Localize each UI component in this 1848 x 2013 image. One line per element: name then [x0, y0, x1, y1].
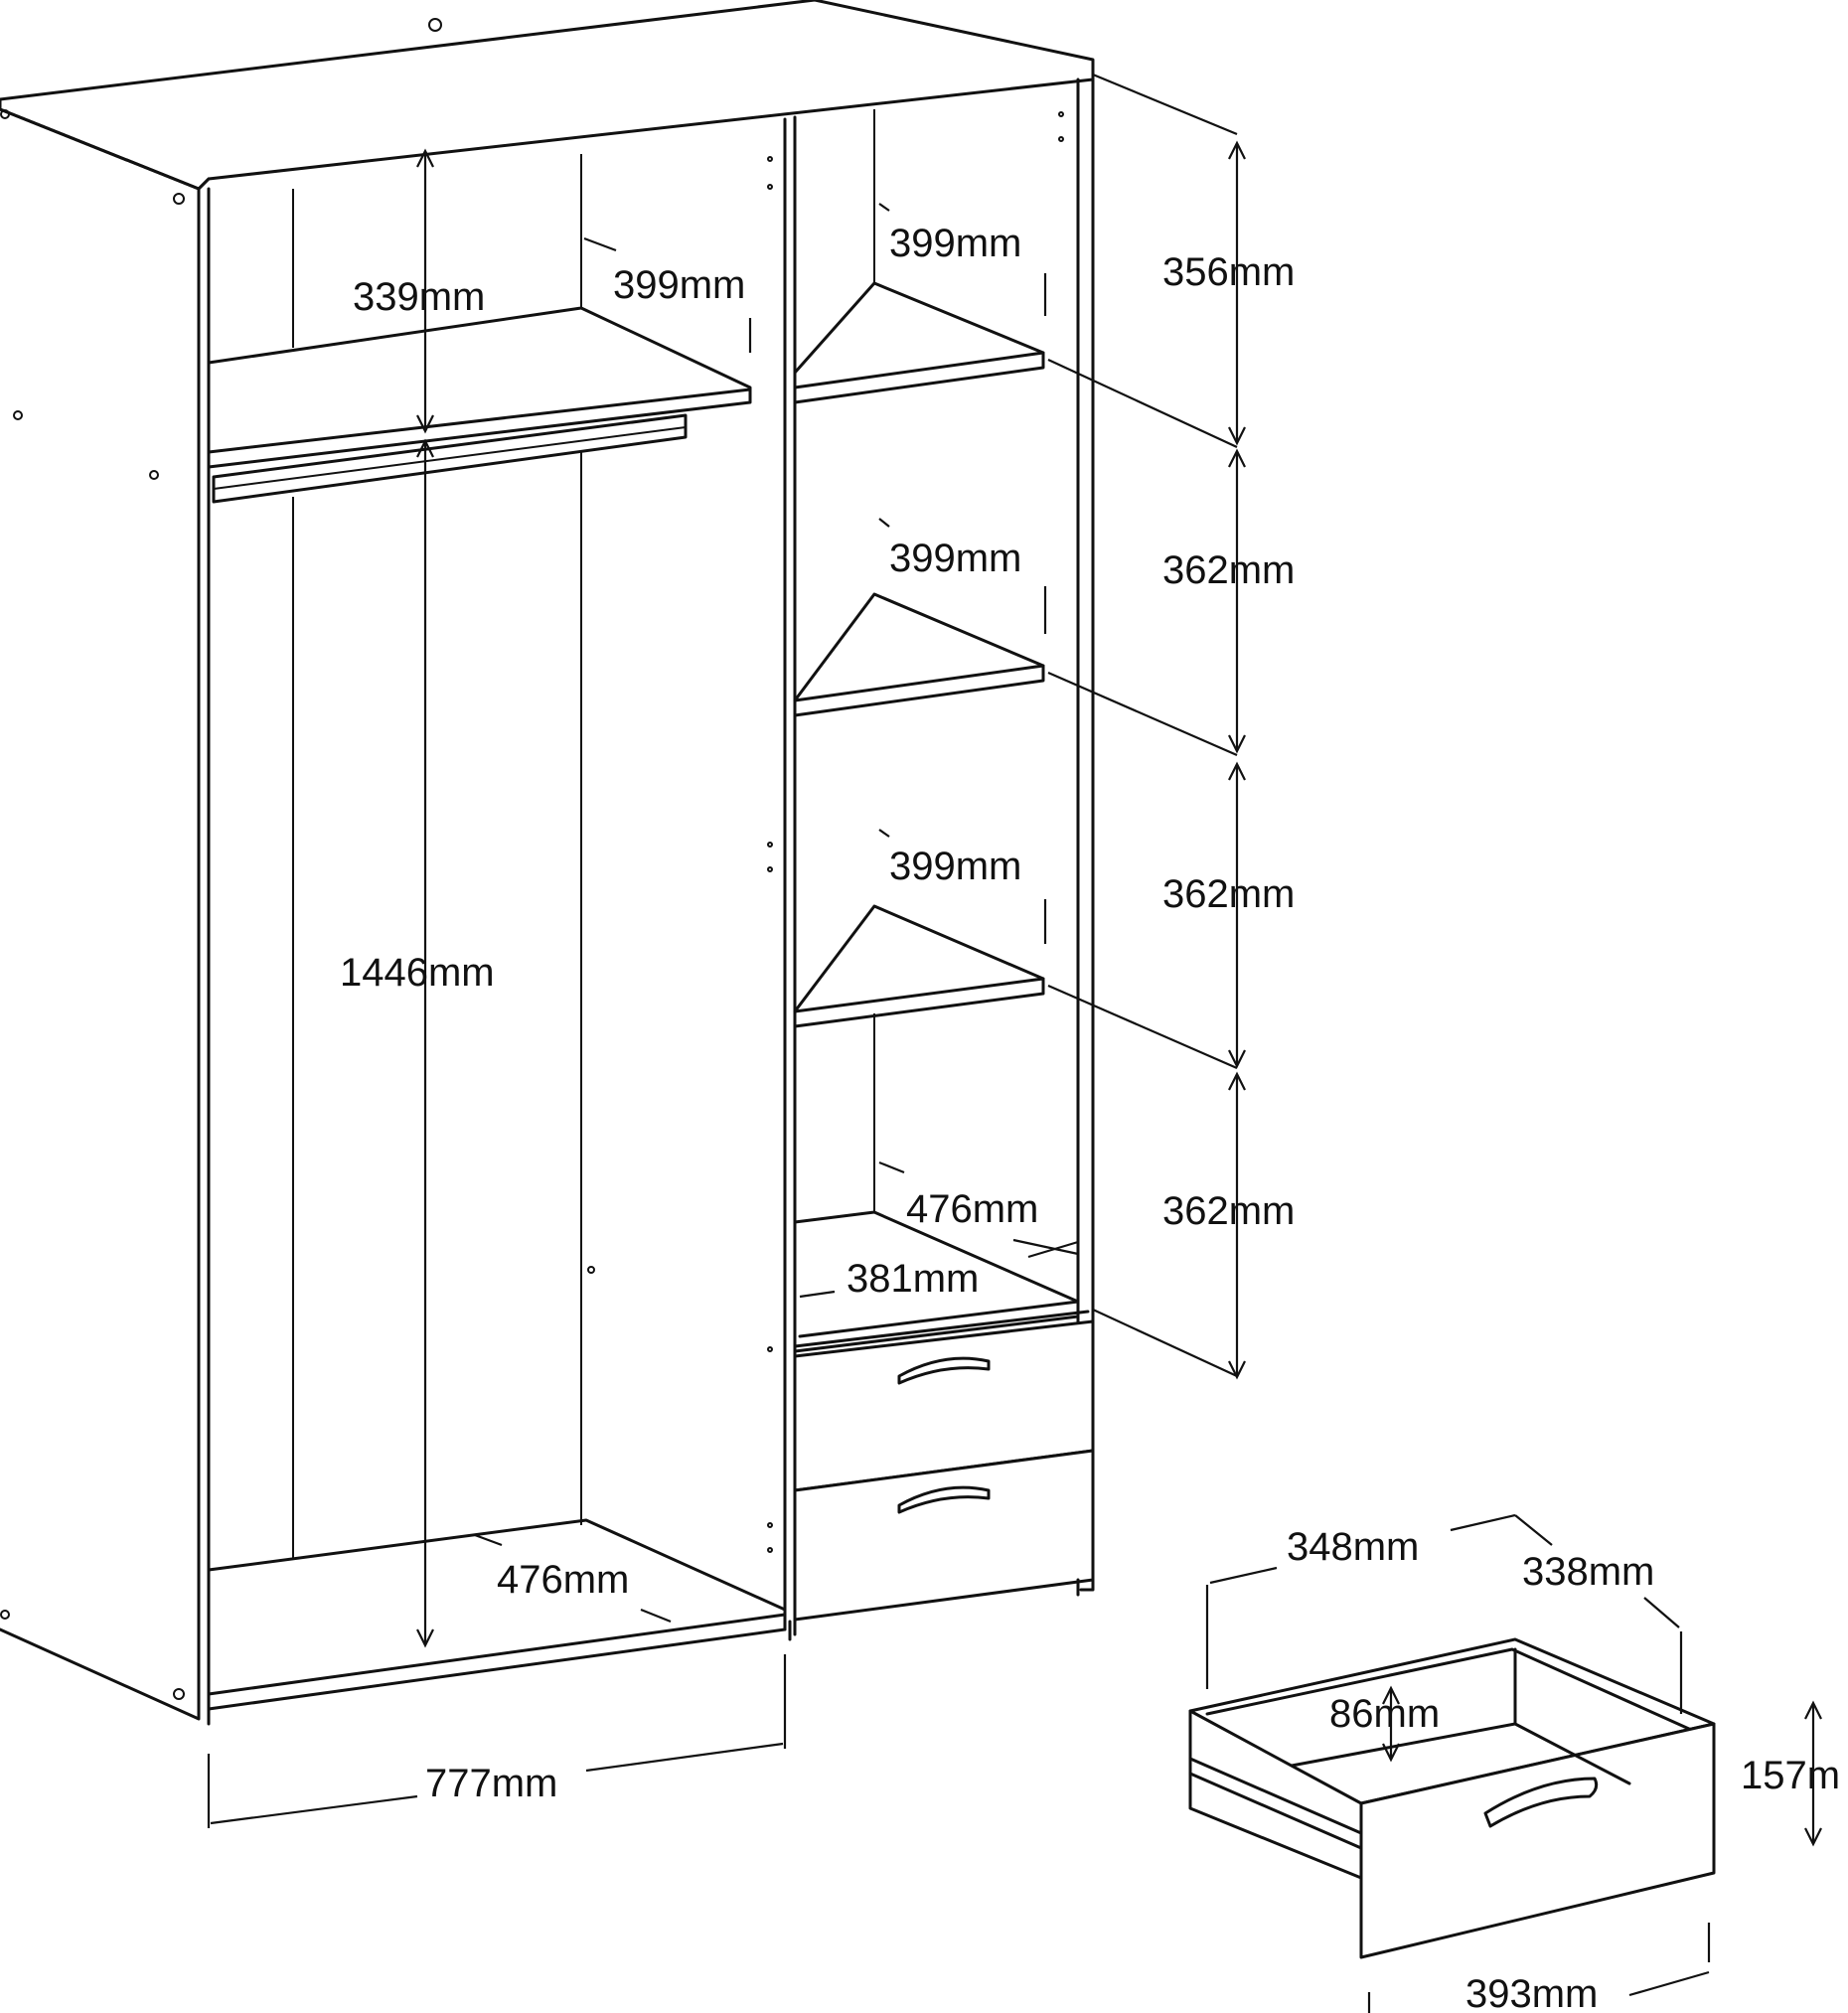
label-top-shelf-height: 339mm: [353, 275, 485, 319]
label-top-shelf-depth: 399mm: [613, 263, 745, 307]
label-shelf2-depth: 399mm: [889, 537, 1021, 580]
dimension-lines: [207, 73, 1246, 1828]
label-gap-2: 362mm: [1162, 548, 1295, 592]
label-gap-1: 356mm: [1162, 250, 1295, 294]
drawer-detail: [1188, 1513, 1822, 2013]
label-drawer-height: 157m: [1741, 1754, 1840, 1797]
label-shelf3-depth: 399mm: [889, 845, 1021, 888]
label-lower-width: 381mm: [847, 1257, 979, 1301]
label-shelf1-depth: 399mm: [889, 222, 1021, 265]
wardrobe-body: [0, 0, 1095, 1726]
dimension-labels: 339mm 399mm 1446mm 476mm 777mm 399mm 399…: [340, 222, 1840, 2013]
label-bottom-depth: 476mm: [497, 1558, 629, 1602]
label-width-left: 777mm: [425, 1762, 557, 1805]
label-gap-3: 362mm: [1162, 872, 1295, 916]
label-drawer-front-width: 393mm: [1465, 1972, 1598, 2013]
label-drawer-inner-height: 86mm: [1329, 1692, 1440, 1736]
label-drawer-depth: 338mm: [1522, 1550, 1654, 1594]
label-hanging-height: 1446mm: [340, 951, 495, 995]
label-gap-4: 362mm: [1162, 1189, 1295, 1233]
label-drawer-width: 348mm: [1287, 1525, 1419, 1569]
label-lower-depth: 476mm: [906, 1187, 1038, 1231]
